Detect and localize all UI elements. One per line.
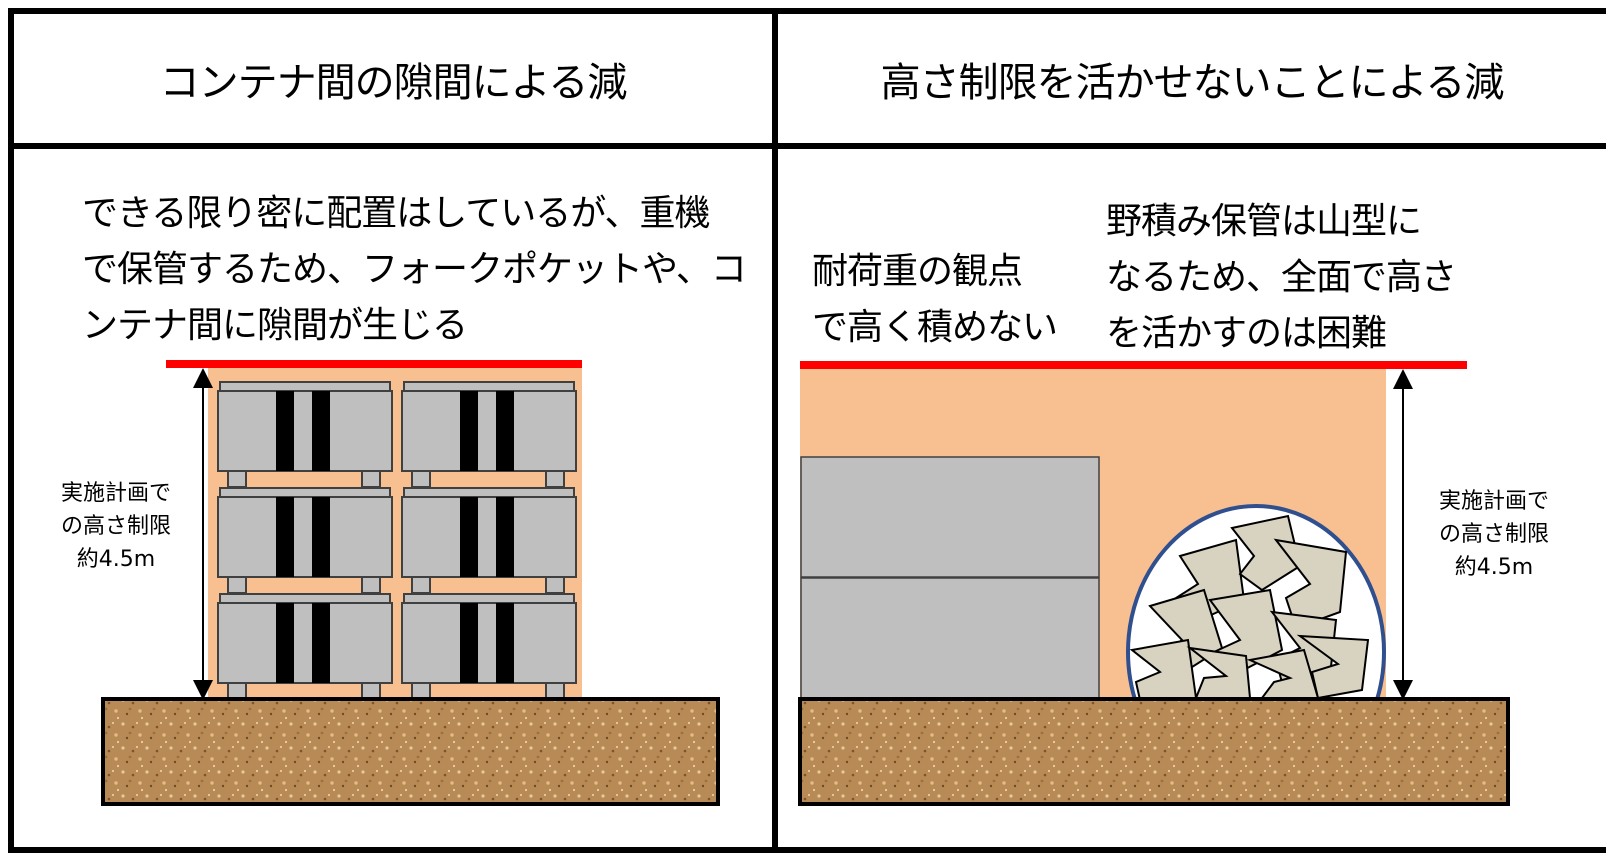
right-note-load-line: で高く積めない [812,307,1058,348]
right-height-label-line: 約4.5m [1454,555,1534,580]
right-height-label-line: の高さ制限 [1438,522,1549,547]
right-height-label: 実施計画で の高さ制限 約4.5m [1414,485,1574,584]
right-note-load: 耐荷重の観点 で高く積めない [812,244,1072,356]
right-height-label-line: 実施計画で [1438,489,1549,514]
header-right-title: 高さ制限を活かせないことによる減 [880,59,1505,106]
right-note-load-line: 耐荷重の観点 [812,251,1023,292]
stacked-block-upper [800,456,1100,578]
left-height-label-line: の高さ制限 [60,514,171,539]
left-height-label-line: 約4.5m [76,547,156,572]
left-description: できる限り密に配置はしているが、重機 で保管するため、フォークポケットや、コ ン… [82,186,772,354]
left-height-label: 実施計画で の高さ制限 約4.5m [38,477,194,576]
left-ground [101,697,720,806]
container [401,381,577,488]
left-diagram [101,360,720,806]
left-description-line: できる限り密に配置はしているが、重機 [82,193,710,234]
right-note-pile: 野積み保管は山型に なるため、全面で高さ を活かすのは困難 [1106,194,1486,362]
container [217,381,393,488]
container-stack-left [217,381,577,699]
left-description-line: ンテナ間に隙間が生じる [82,305,468,346]
right-note-pile-line: 野積み保管は山型に [1106,201,1422,242]
left-height-label-line: 実施計画で [60,481,171,506]
container [217,487,393,594]
right-note-pile-line: を活かすのは困難 [1106,313,1387,354]
right-diagram [798,361,1510,806]
right-note-pile-line: なるため、全面で高さ [1106,257,1457,298]
stacked-block-lower [800,577,1100,699]
left-description-line: で保管するため、フォークポケットや、コ [82,249,747,290]
container [401,593,577,699]
container [217,593,393,699]
right-ground [798,697,1510,806]
header-left-title: コンテナ間の隙間による減 [159,59,628,106]
container [401,487,577,594]
